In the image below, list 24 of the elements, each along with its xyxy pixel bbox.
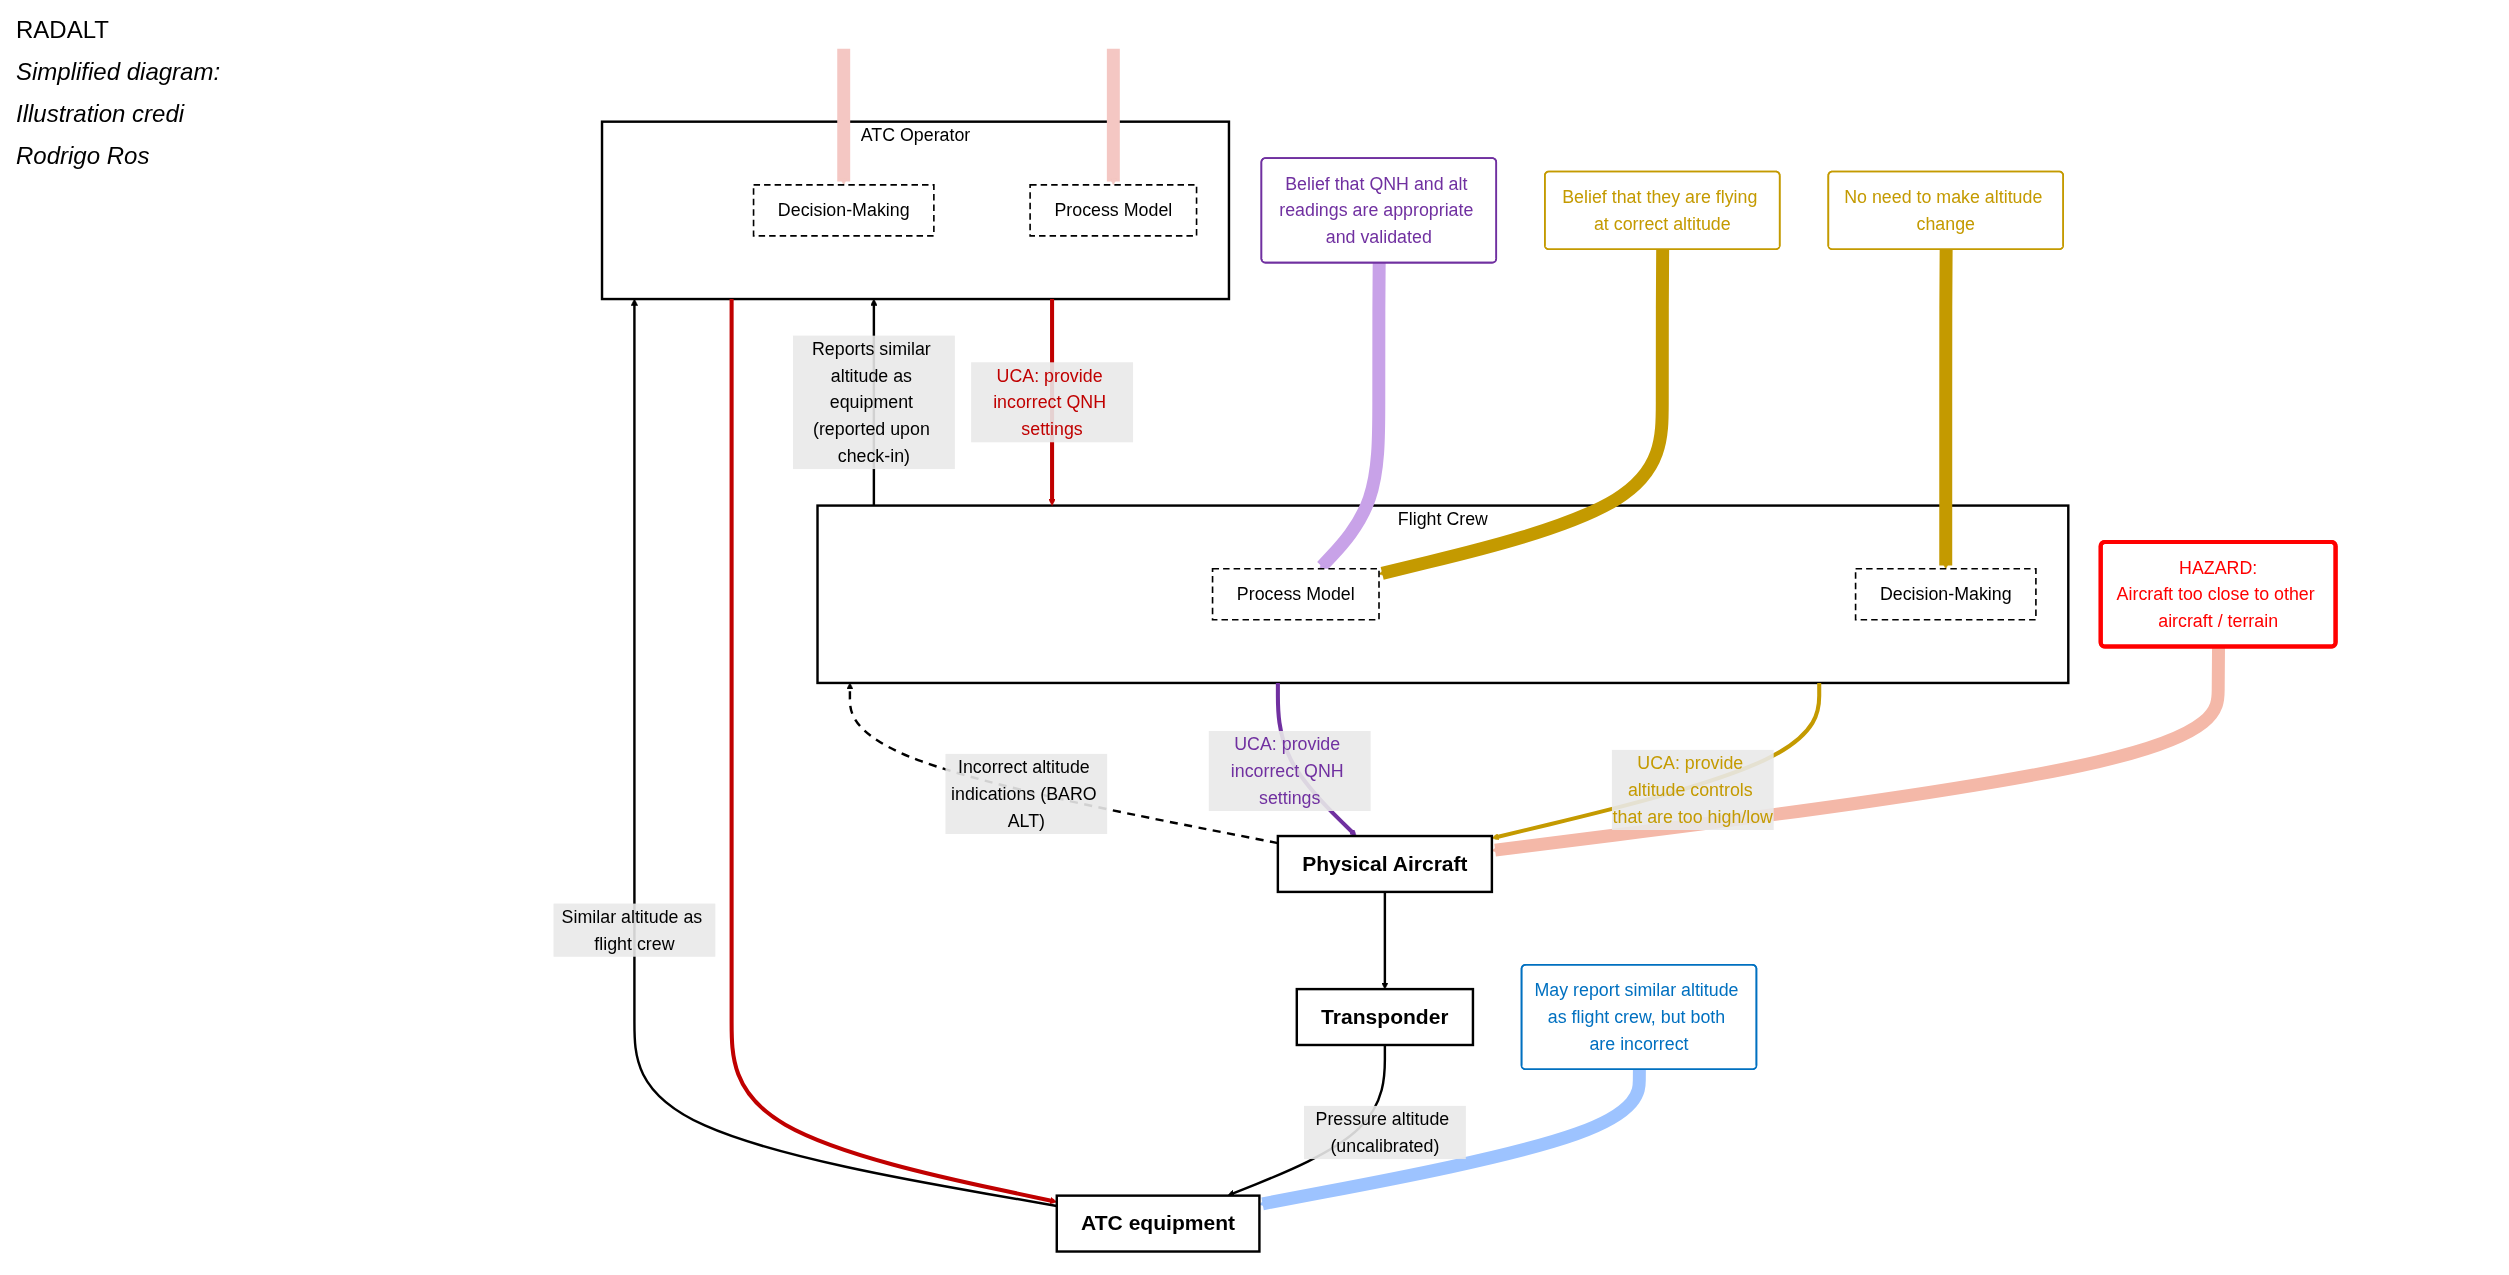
arrow — [1106, 47, 1120, 185]
edge-note: RADALT — [16, 16, 110, 44]
node-box: ATC equipment — [1055, 1193, 1261, 1253]
node-box: Decision-Making — [752, 183, 935, 237]
edge-label: UCA: provide altitude controls that are too high/low — [1612, 752, 1773, 827]
arrow — [1491, 682, 1822, 840]
arrow — [1378, 249, 1670, 580]
node-box: Process Model — [1029, 183, 1198, 237]
edge-label: Incorrect altitude indications (BARO ALT) — [951, 756, 1097, 831]
note-text: Illustration credi — [16, 100, 186, 128]
note-text: Simplified diagram: — [16, 58, 222, 86]
edge-label: Similar altitude as flight crew — [561, 906, 703, 954]
arrow — [1939, 249, 1953, 569]
edge-label: UCA: provide incorrect QNH settings — [993, 364, 1107, 439]
node-box: Decision-Making — [1854, 567, 2037, 621]
arrow — [1381, 891, 1389, 989]
note-text: Rodrigo Ros — [16, 142, 151, 170]
node-box: Transponder — [1295, 987, 1475, 1046]
arrow — [837, 47, 851, 185]
node-box: Process Model — [1211, 567, 1380, 621]
edge-label: UCA: provide incorrect QNH settings — [1230, 733, 1344, 808]
edge-label: Reports similar altitude as equipment (reported upon check-in) — [811, 338, 931, 466]
edge-label: Pressure altitude (uncalibrated) — [1315, 1108, 1450, 1156]
node-box: Physical Aircraft — [1276, 834, 1494, 893]
